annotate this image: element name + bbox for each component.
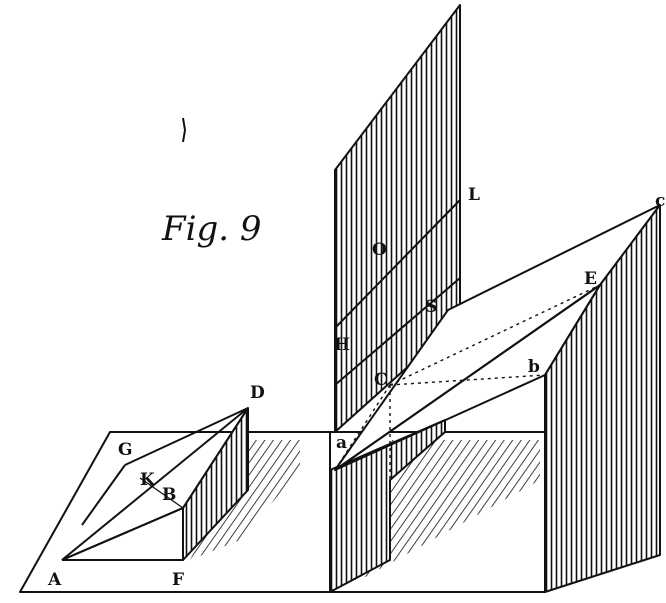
edge-A-B	[61, 507, 184, 561]
edge-K-B	[139, 477, 184, 509]
edge-B-D	[182, 407, 249, 509]
edge-G-A	[81, 464, 126, 526]
stray-mark	[182, 117, 186, 143]
edge-G-D	[124, 407, 249, 466]
wall-line-C-S	[334, 277, 461, 386]
label-D: D	[250, 383, 265, 403]
edge-a-b	[334, 374, 546, 471]
label-H: H	[334, 335, 350, 355]
label-L: L	[468, 185, 480, 205]
label-b: b	[528, 357, 540, 377]
dashed-C-b	[389, 374, 546, 386]
label-K: K	[140, 470, 156, 490]
edge-a-E	[334, 284, 601, 471]
label-a: a	[336, 433, 347, 453]
label-S: S	[425, 297, 437, 317]
edge-E-b	[544, 284, 601, 376]
shadow-small-prism	[190, 440, 300, 560]
label-O: O	[372, 240, 387, 260]
wall-line-H-L	[334, 199, 461, 329]
label-A: A	[47, 570, 62, 590]
label-c: c	[655, 191, 665, 211]
label-F: F	[172, 570, 184, 590]
label-B: B	[162, 485, 176, 505]
figure-title: Fig. 9	[161, 209, 261, 249]
label-C: C	[374, 370, 388, 390]
label-E: E	[584, 269, 597, 289]
dashed-C-a	[334, 384, 391, 471]
label-G: G	[118, 440, 133, 460]
edge-A-D	[61, 407, 249, 561]
